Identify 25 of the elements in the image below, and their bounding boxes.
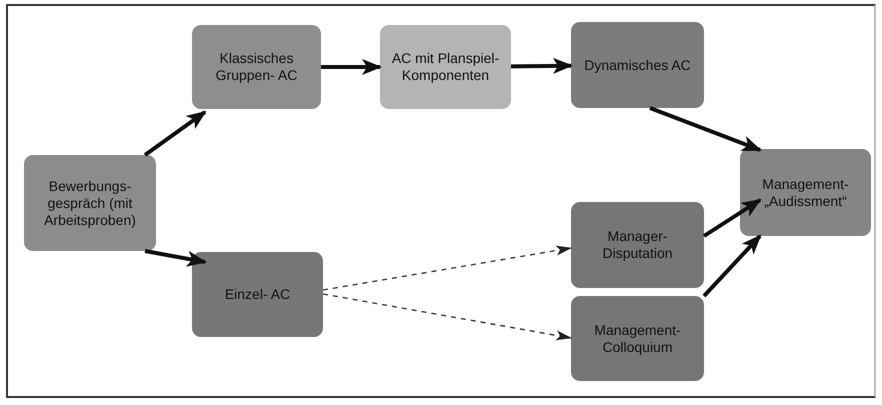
- box-label: Management- „Audissment“: [761, 176, 850, 210]
- process-box: [192, 252, 323, 337]
- dashed-arrow: [322, 293, 572, 340]
- box-label: Einzel- AC: [224, 286, 290, 303]
- box-label: Bewerbungs- gespräch (mit Arbeitsproben): [43, 178, 137, 228]
- arrow: [649, 106, 762, 152]
- box-label: AC mit Planspiel- Komponenten: [390, 50, 500, 84]
- process-box: [571, 22, 704, 108]
- arrow: [702, 234, 762, 298]
- dashed-arrow: [322, 246, 572, 291]
- process-box: [24, 155, 156, 251]
- process-box: [192, 25, 321, 109]
- arrow: [510, 58, 573, 74]
- box-label: Klassisches Gruppen- AC: [214, 50, 298, 84]
- process-box: [571, 202, 704, 288]
- arrow: [321, 59, 382, 75]
- box-label: Management- Colloquium: [593, 322, 682, 356]
- process-box: [571, 296, 704, 381]
- box-label: Dynamisches AC: [584, 56, 691, 74]
- arrow: [144, 110, 207, 157]
- process-box: [380, 25, 511, 109]
- box-label: Manager- Disputation: [601, 228, 674, 262]
- process-box: [740, 149, 871, 236]
- arrow: [702, 198, 762, 238]
- arrow: [144, 249, 207, 267]
